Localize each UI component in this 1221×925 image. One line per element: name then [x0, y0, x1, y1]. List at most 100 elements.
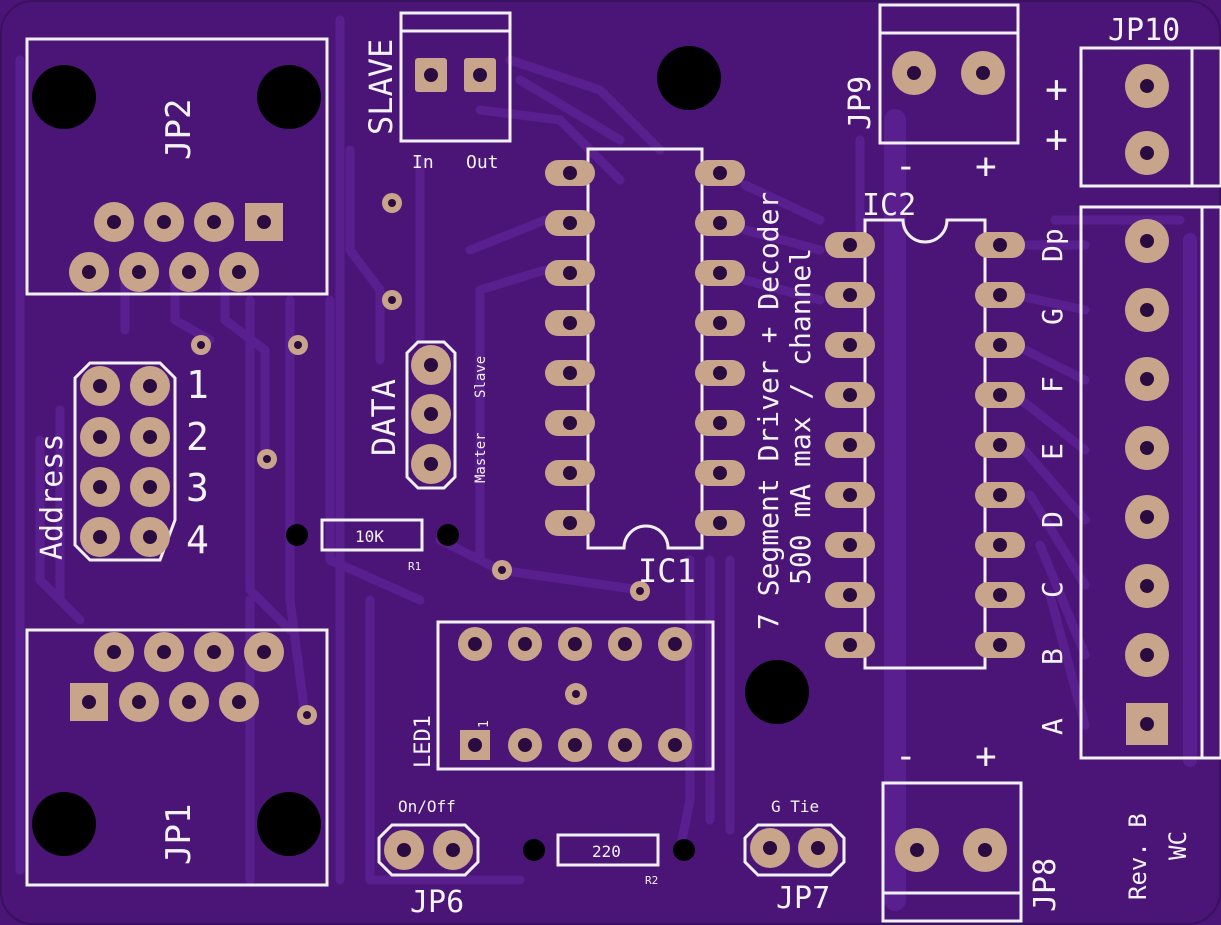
jp2-connector: JP2 — [25, 37, 329, 296]
vias — [191, 193, 650, 725]
seg-dp-label: Dp — [1036, 228, 1069, 262]
address-1-label: 1 — [186, 363, 209, 407]
out-label: Out — [466, 152, 499, 173]
led1-label: LED1 — [411, 715, 436, 768]
drill-hole — [568, 738, 582, 752]
jp10-plus2-label: + — [1045, 117, 1068, 161]
drill-hole — [843, 288, 857, 302]
jp8-connector: JP8 - + — [881, 736, 1063, 923]
jp8-label: JP8 — [1028, 858, 1063, 912]
author-label: WC — [1164, 831, 1192, 860]
jp6-jumper: On/Off JP6 — [377, 797, 480, 920]
slave-label: SLAVE — [362, 39, 400, 135]
data-header: DATA Slave Master — [365, 340, 489, 490]
on-off-label: On/Off — [398, 797, 456, 816]
drill-hole — [713, 366, 727, 380]
seg-d-label: D — [1036, 511, 1069, 528]
r1-label: R1 — [408, 560, 421, 573]
seg-f-label: F — [1036, 376, 1069, 393]
drill-hole — [843, 538, 857, 552]
segment-connector — [1079, 205, 1221, 760]
r1-resistor: 10K R1 — [286, 518, 459, 573]
r2-resistor: 220 R2 — [523, 833, 695, 887]
in-label: In — [412, 152, 434, 173]
jp10-label: JP10 — [1108, 13, 1180, 48]
ic2-label: IC2 — [862, 188, 916, 223]
drill-hole — [518, 738, 532, 752]
drill-hole — [713, 166, 727, 180]
board-title: 7 Segment Driver + Decoder 500 mA max / … — [752, 192, 817, 630]
drill-hole — [993, 588, 1007, 602]
drill-hole — [993, 338, 1007, 352]
drill-hole — [1140, 579, 1154, 593]
mounting-holes — [32, 46, 809, 856]
drill-hole — [713, 316, 727, 330]
seg-a-label: A — [1036, 718, 1069, 735]
drill-hole — [1140, 234, 1154, 248]
drill-hole — [563, 516, 577, 530]
drill-hole — [518, 637, 532, 651]
led1-display: LED1 1 — [411, 620, 715, 771]
r2-value-label: 220 — [592, 842, 621, 861]
drill-hole — [993, 488, 1007, 502]
drill-hole — [993, 638, 1007, 652]
jp8-plus-label: + — [975, 736, 997, 777]
seg-g-label: G — [1036, 308, 1069, 325]
jp7-jumper: G Tie JP7 — [743, 797, 846, 916]
drill-hole — [668, 637, 682, 651]
drill-hole — [568, 637, 582, 651]
address-header: Address 1 2 3 4 — [35, 361, 209, 562]
jp1-label: JP1 — [159, 804, 199, 865]
copper-traces — [15, 15, 1197, 911]
drill-hole — [993, 538, 1007, 552]
jp2-label: JP2 — [159, 99, 199, 160]
slave-pin-label: Slave — [473, 356, 489, 398]
drill-hole — [843, 438, 857, 452]
drill-hole — [843, 388, 857, 402]
ic1-chip: IC1 — [545, 147, 745, 590]
jp9-minus-label: - — [895, 146, 917, 187]
data-label: DATA — [365, 379, 403, 456]
address-2-label: 2 — [186, 415, 209, 459]
seg-b-label: B — [1036, 648, 1069, 665]
drill-hole — [843, 488, 857, 502]
revision-label: Rev. B — [1124, 813, 1152, 900]
jp9-label: JP9 — [843, 76, 878, 130]
drill-hole — [563, 216, 577, 230]
jp1-connector: JP1 — [25, 628, 329, 887]
master-pin-label: Master — [473, 432, 489, 483]
jp6-label: JP6 — [410, 885, 464, 920]
title-line2: 500 mA max / channel — [784, 248, 817, 585]
led1-pin1-label: 1 — [477, 720, 492, 728]
drill-hole — [1140, 303, 1154, 317]
jp7-label: JP7 — [776, 881, 830, 916]
address-label: Address — [35, 434, 70, 560]
drill-hole — [843, 638, 857, 652]
drill-hole — [993, 288, 1007, 302]
drill-hole — [713, 416, 727, 430]
ic2-chip: IC2 — [825, 188, 1025, 670]
slave-connector: SLAVE In Out — [362, 11, 512, 173]
drill-hole — [563, 466, 577, 480]
revision-info: Rev. B WC — [1124, 813, 1192, 900]
drill-hole — [618, 637, 632, 651]
drill-hole — [993, 238, 1007, 252]
drill-hole — [713, 266, 727, 280]
title-line1: 7 Segment Driver + Decoder — [752, 192, 785, 630]
drill-hole — [993, 438, 1007, 452]
jp10-plus1-label: + — [1045, 67, 1068, 111]
drill-hole — [843, 238, 857, 252]
drill-hole — [713, 466, 727, 480]
address-4-label: 4 — [186, 518, 209, 562]
drill-hole — [1140, 510, 1154, 524]
jp10-connector: JP10 + + — [1045, 13, 1221, 188]
address-3-label: 3 — [186, 466, 209, 510]
drill-hole — [563, 166, 577, 180]
ic1-label: IC1 — [638, 552, 696, 590]
r2-label: R2 — [645, 874, 658, 887]
drill-hole — [563, 416, 577, 430]
seg-e-label: E — [1036, 443, 1069, 460]
seg-c-label: C — [1036, 581, 1069, 598]
r1-value-label: 10K — [355, 527, 384, 546]
